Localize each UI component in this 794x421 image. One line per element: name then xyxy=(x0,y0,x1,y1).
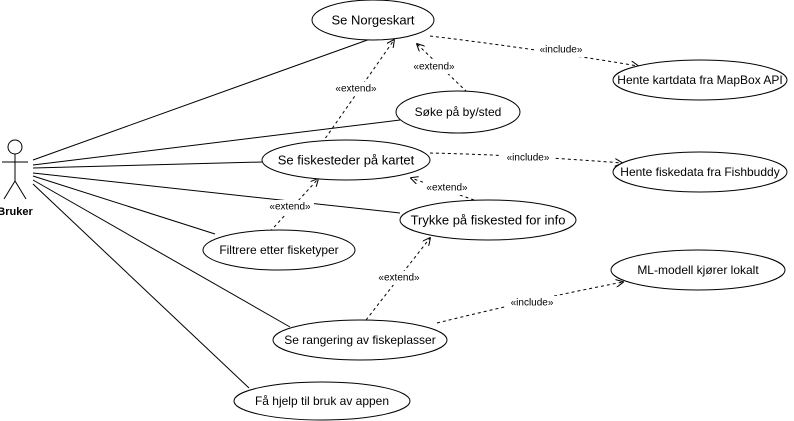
actor-label: Bruker xyxy=(0,206,33,218)
extend-trykke-label: «extend» xyxy=(426,183,468,194)
use-case-rangering[interactable]: Se rangering av fiskeplasser xyxy=(272,319,448,361)
svg-text:ML-modell kjører lokalt: ML-modell kjører lokalt xyxy=(637,263,759,277)
svg-text:Se fiskesteder på kartet: Se fiskesteder på kartet xyxy=(278,153,415,168)
extend-fiskesteder-label: «extend» xyxy=(335,84,377,95)
use-case-trykke[interactable]: Trykke på fiskested for info xyxy=(399,199,577,241)
svg-text:Få hjelp til bruk av appen: Få hjelp til bruk av appen xyxy=(255,394,389,408)
actor-icon xyxy=(2,139,28,200)
assoc-rangering xyxy=(32,179,291,328)
assoc-trykke xyxy=(32,172,401,214)
extend-rangering-line xyxy=(365,238,430,321)
associations xyxy=(32,37,401,389)
assoc-filtrere xyxy=(32,175,216,235)
include-kartdata-label: «include» xyxy=(540,45,583,56)
use-case-mlmodell[interactable]: ML-modell kjører lokalt xyxy=(610,249,786,291)
svg-text:Filtrere etter fisketyper: Filtrere etter fisketyper xyxy=(219,243,338,257)
dependencies: «include» «extend» «extend» «include» «e… xyxy=(265,35,638,324)
extend-filtrere-label: «extend» xyxy=(269,202,311,213)
use-case-norgeskart[interactable]: Se Norgeskart xyxy=(311,0,435,41)
use-case-kartdata[interactable]: Hente kartdata fra MapBox API xyxy=(612,59,788,101)
assoc-norgeskart xyxy=(32,37,374,161)
include-kartdata-line xyxy=(429,35,638,66)
extend-soke-label: «extend» xyxy=(413,62,455,73)
assoc-soke xyxy=(32,119,401,166)
use-case-hjelp[interactable]: Få hjelp til bruk av appen xyxy=(233,381,411,421)
use-case-soke[interactable]: Søke på by/sted xyxy=(395,90,521,134)
svg-text:Se Norgeskart: Se Norgeskart xyxy=(331,13,414,28)
extend-rangering-label: «extend» xyxy=(378,273,420,284)
actor-bruker[interactable]: Bruker xyxy=(0,139,33,218)
include-fiskedata-line xyxy=(429,152,622,163)
extend-trykke-line xyxy=(411,178,475,201)
assoc-fiskesteder xyxy=(32,161,263,169)
assoc-hjelp xyxy=(32,183,250,389)
use-case-filtrere[interactable]: Filtrere etter fisketyper xyxy=(202,229,356,271)
svg-text:Søke på by/sted: Søke på by/sted xyxy=(415,105,502,119)
use-case-fiskesteder[interactable]: Se fiskesteder på kartet xyxy=(261,139,431,181)
include-fiskedata-label: «include» xyxy=(507,153,550,164)
use-case-fiskedata[interactable]: Hente fiskedata fra Fishbuddy xyxy=(612,151,788,193)
svg-text:Se rangering av fiskeplasser: Se rangering av fiskeplasser xyxy=(284,333,435,347)
svg-text:Hente kartdata fra MapBox API: Hente kartdata fra MapBox API xyxy=(617,73,782,87)
include-ml-label: «include» xyxy=(511,298,554,309)
svg-text:Hente fiskedata fra Fishbuddy: Hente fiskedata fra Fishbuddy xyxy=(620,165,779,179)
svg-text:Trykke på fiskested for info: Trykke på fiskested for info xyxy=(411,213,566,228)
